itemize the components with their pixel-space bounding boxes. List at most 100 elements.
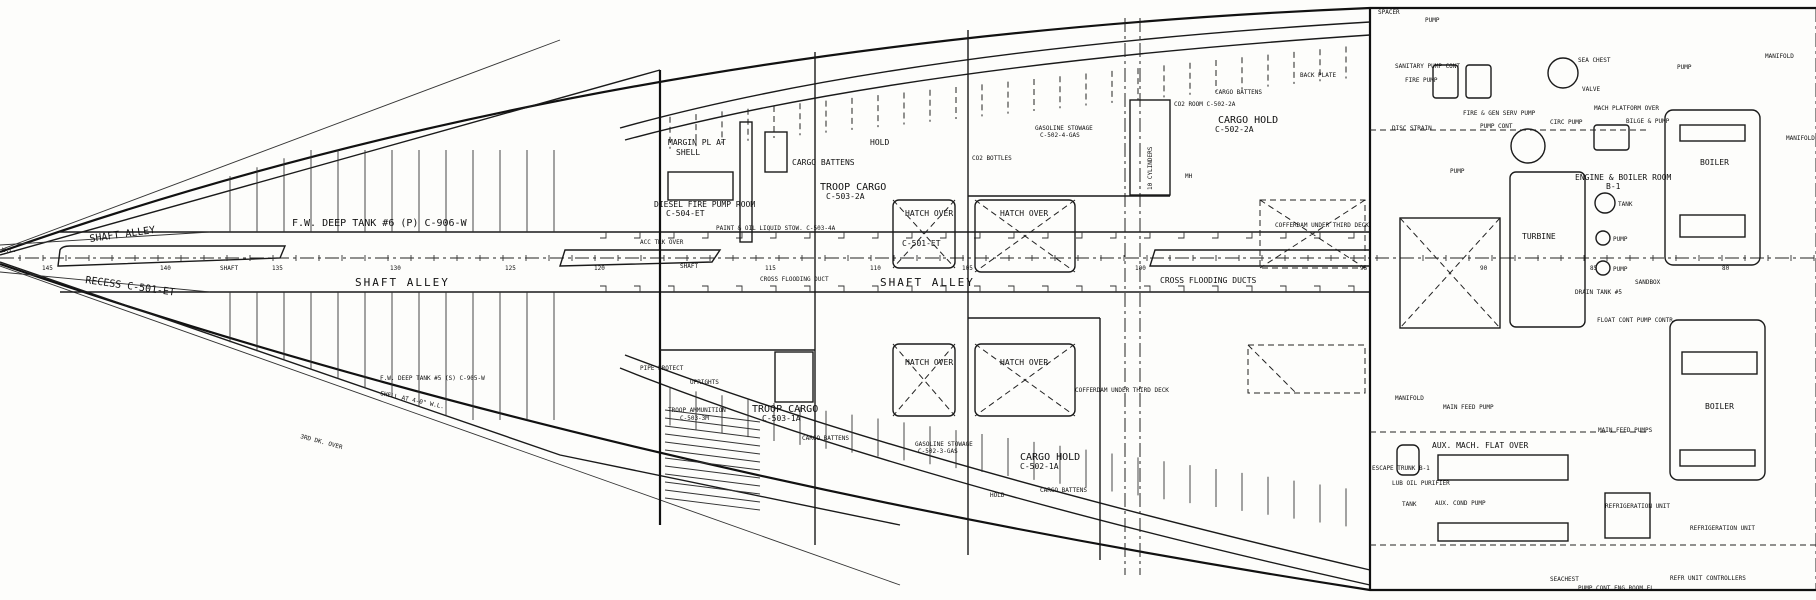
label-engine-room-code: B-1	[1606, 182, 1621, 191]
bracket	[770, 285, 777, 292]
label-diesel-room: DIESEL FIRE PUMP ROOM	[654, 200, 755, 209]
hull-outline	[0, 6, 1816, 592]
frame-number: 100	[1135, 265, 1146, 272]
batten	[664, 489, 761, 503]
label-pump-2: PUMP	[1613, 266, 1628, 273]
label-shaft-1: SHAFT	[220, 265, 238, 272]
batten	[664, 449, 761, 463]
bracket	[1008, 232, 1015, 239]
label-acc-trunk: ACC TRK OVER	[640, 239, 684, 246]
label-drain-tank: DRAIN TANK #5	[1575, 289, 1622, 296]
label-pump-1: PUMP	[1613, 236, 1628, 243]
propeller-shaft	[57, 245, 1371, 267]
label-manhole: MH	[1185, 173, 1193, 180]
batten	[664, 465, 761, 479]
label-recess: RECESS C-501-ET	[85, 275, 176, 298]
label-back-plate: BACK PLATE	[1300, 72, 1337, 79]
label-gasoline-4: GASOLINE STOWAGE	[1035, 125, 1093, 132]
label-turbine: TURBINE	[1522, 232, 1556, 241]
label-aux-cond-pump: AUX. COND PUMP	[1435, 500, 1486, 507]
label-fw-deep-tank-s: F.W. DEEP TANK #5 (S) C-905-W	[380, 375, 485, 382]
label-boiler-lower: BOILER	[1705, 402, 1734, 411]
label-third-deck-over: 3RD DK. OVER	[299, 433, 343, 451]
bracket	[940, 285, 947, 292]
bracket	[872, 285, 879, 292]
label-manifold-3: MANIFOLD	[1786, 135, 1815, 142]
cargo-battens-lines	[664, 46, 1347, 527]
label-hatch-3: HATCH OVER	[905, 358, 953, 367]
bracket	[1178, 285, 1185, 292]
bracket	[634, 285, 641, 292]
bracket	[1178, 232, 1185, 239]
label-refrig-unit-1: REFRIGERATION UNIT	[1605, 503, 1670, 510]
label-margin-plate: MARGIN PL AT	[668, 138, 726, 147]
bracket	[600, 232, 607, 239]
label-escape: ESCAPE TRUNK B-1	[1372, 465, 1430, 472]
label-margin-plate-shell: SHELL	[676, 148, 700, 157]
bracket	[1348, 232, 1355, 239]
label-pump-5: PUMP	[1677, 64, 1692, 71]
frame-number: 120	[594, 265, 605, 272]
bracket	[668, 285, 675, 292]
label-sea-chest: SEA CHEST	[1578, 57, 1611, 64]
bracket	[940, 232, 947, 239]
bracket	[872, 232, 879, 239]
bracket	[804, 232, 811, 239]
label-pipe-protect: PIPE PROTECT	[640, 365, 684, 372]
batten	[664, 425, 761, 439]
bracket	[702, 232, 709, 239]
frame-ticks	[19, 255, 1815, 261]
batten	[664, 457, 761, 471]
label-co2-bottles: CO2 BOTTLES	[972, 155, 1012, 162]
frame-number: 80	[1722, 265, 1730, 272]
label-seachest: SEACHEST	[1550, 576, 1579, 583]
frame-number: 140	[160, 265, 171, 272]
frame-number: 95	[1360, 265, 1368, 272]
bracket	[974, 285, 981, 292]
frame-number: 130	[390, 265, 401, 272]
batten	[664, 417, 761, 431]
label-cargo-hold-1a: CARGO HOLD	[1020, 452, 1080, 463]
bracket	[1246, 232, 1253, 239]
batten	[664, 481, 761, 495]
bracket	[1212, 232, 1219, 239]
batten	[664, 441, 761, 455]
bracket	[1314, 232, 1321, 239]
label-aux-mach-flat: AUX. MACH. FLAT OVER	[1432, 441, 1529, 450]
label-circ-pump: CIRC PUMP	[1550, 119, 1583, 126]
batten	[664, 473, 761, 487]
frame-number: 115	[765, 265, 776, 272]
label-cofferdam-lower: COFFERDAM UNDER THIRD DECK	[1075, 387, 1169, 394]
label-uprights: UPRIGHTS	[690, 379, 719, 386]
bracket	[1144, 232, 1151, 239]
label-manifold-2: MANIFOLD	[1395, 395, 1424, 402]
label-cargo-battens-4: CARGO BATTENS	[1040, 487, 1087, 494]
label-manifold-1: MANIFOLD	[1765, 53, 1794, 60]
label-gasoline-3: GASOLINE STOWAGE	[915, 441, 973, 448]
label-diesel-room-code: C-504-ET	[666, 209, 705, 218]
label-float-cont: FLOAT CONT PUMP CONTR	[1597, 317, 1673, 324]
bracket	[1246, 285, 1253, 292]
bracket	[736, 285, 743, 292]
bracket	[906, 232, 913, 239]
label-bilge-pump: BILGE & PUMP	[1626, 118, 1670, 125]
compartments	[660, 99, 1171, 560]
bracket	[1042, 232, 1049, 239]
label-pump-cont: PUMP CONT	[1480, 123, 1513, 130]
bracket	[1110, 285, 1117, 292]
centerline	[0, 231, 1816, 293]
label-fire-gen-pump: FIRE & GEN SERV PUMP	[1463, 110, 1536, 117]
label-main-feed-pumps: MAIN FEED PUMPS	[1598, 427, 1653, 434]
bracket	[600, 285, 607, 292]
batten	[664, 433, 761, 447]
engine-room-machinery	[1370, 57, 1816, 546]
label-paint-store: PAINT & OIL LIQUID STOW. C-503-4A	[716, 225, 836, 232]
label-troop-ammo-code: C-503-3M	[680, 415, 709, 422]
label-co2-room: CO2 ROOM C-502-2A	[1174, 101, 1236, 108]
batten	[664, 497, 761, 511]
label-shaft-2: SHAFT	[680, 263, 698, 270]
frame-number: 105	[962, 265, 973, 272]
